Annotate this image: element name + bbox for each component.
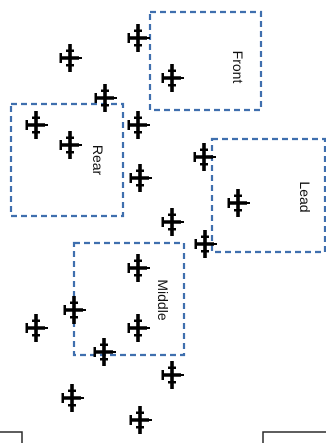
group-label-front: Front xyxy=(230,51,246,84)
plane-icon xyxy=(25,314,48,342)
plane-icon xyxy=(61,384,84,412)
plane-icon xyxy=(161,64,184,92)
box-fragment-left xyxy=(0,431,23,443)
group-box-rear xyxy=(9,102,125,218)
plane-icon xyxy=(161,361,184,389)
plane-icon xyxy=(127,111,150,139)
box-fragment-right xyxy=(262,431,326,443)
plane-icon xyxy=(93,338,116,366)
plane-icon xyxy=(59,44,82,72)
plane-icon xyxy=(194,230,217,258)
group-box-front xyxy=(148,10,263,112)
plane-icon xyxy=(94,84,117,112)
plane-icon xyxy=(127,24,150,52)
group-label-rear: Rear xyxy=(90,145,106,176)
plane-icon xyxy=(127,314,150,342)
plane-icon xyxy=(129,406,152,434)
group-box-lead xyxy=(210,137,326,254)
plane-icon xyxy=(127,254,150,282)
plane-icon xyxy=(59,131,82,159)
group-box-middle xyxy=(72,241,186,357)
plane-icon xyxy=(63,296,86,324)
plane-icon xyxy=(161,208,184,236)
plane-icon xyxy=(25,111,48,139)
group-label-middle: Middle xyxy=(155,279,171,320)
group-label-lead: Lead xyxy=(297,181,313,212)
plane-icon xyxy=(227,189,250,217)
plane-icon xyxy=(129,164,152,192)
